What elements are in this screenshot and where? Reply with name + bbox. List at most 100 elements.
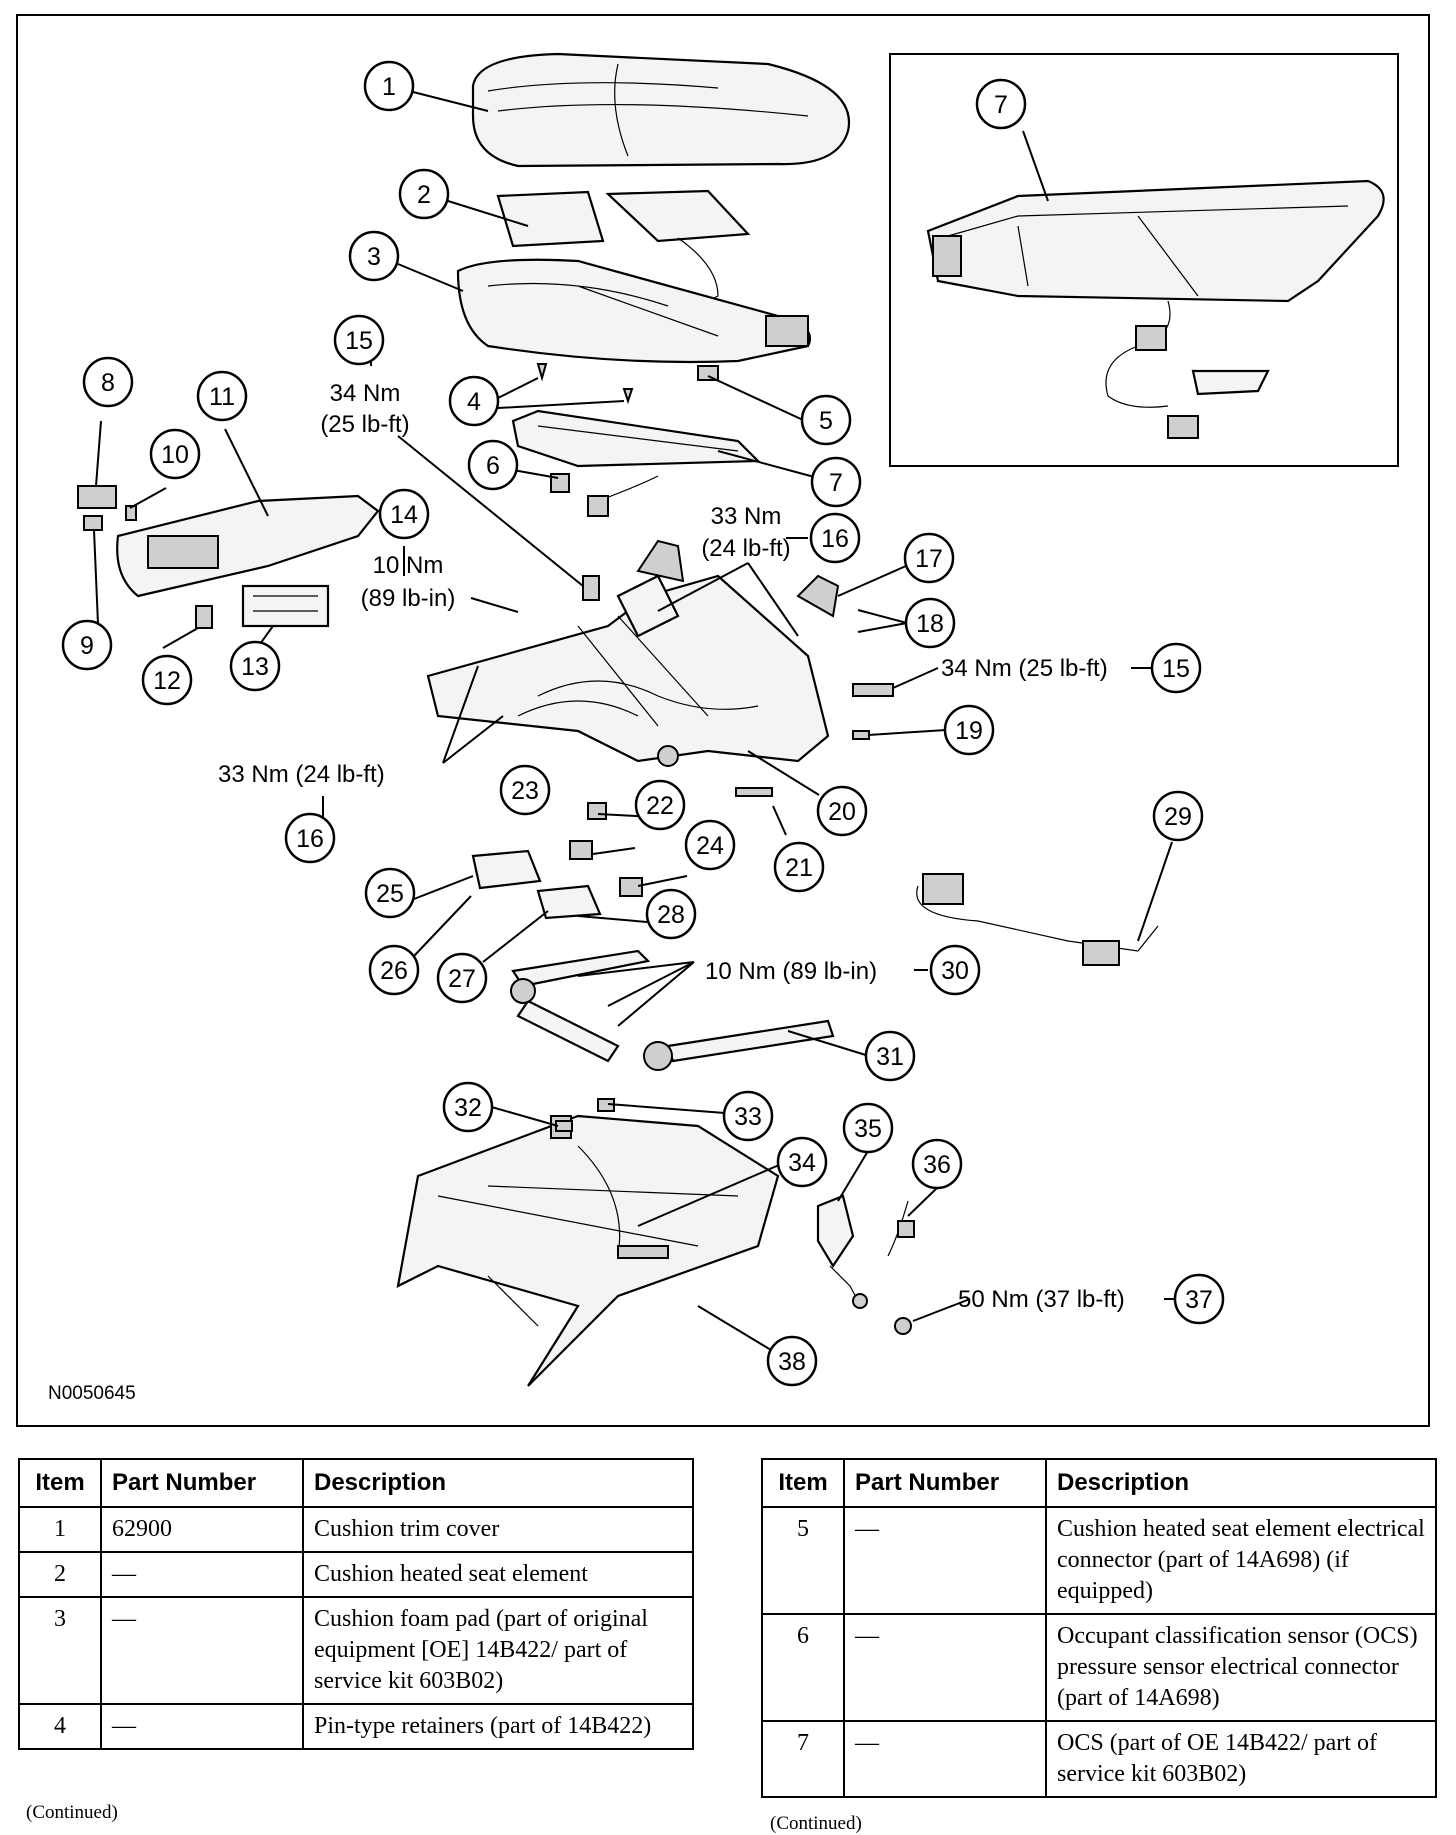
table-row: 2 — Cushion heated seat element [18,1551,694,1598]
cell-part-number: — [100,1551,304,1598]
heated-seat-element-part [496,189,751,307]
torque-16-left: 33 Nm (24 lb-ft) [218,761,385,788]
continued-note-left: (Continued) [26,1802,118,1823]
cell-part-number: — [843,1613,1047,1722]
inset-box [889,53,1399,467]
svg-text:22: 22 [646,792,674,820]
svg-text:9: 9 [80,632,94,660]
header-description: Description [302,1458,694,1508]
svg-text:15: 15 [345,327,373,355]
bracket-part [636,539,685,583]
callout-4: 4 [448,375,500,427]
track-rails-part [510,949,835,1071]
cell-description: Occupant classification sensor (OCS) pre… [1045,1613,1437,1722]
table-row: 5 — Cushion heated seat element electric… [761,1506,1437,1615]
torque-37: 50 Nm (37 lb-ft) [958,1286,1125,1313]
cushion-foam-pad-part [456,258,811,364]
table-header-row: Item Part Number Description [761,1458,1437,1508]
buckle-35-part [816,1194,868,1309]
svg-text:13: 13 [241,653,269,681]
svg-text:17: 17 [915,545,943,573]
torque-16-top-line1: 33 Nm [711,503,782,530]
callout-22: 22 [634,779,686,831]
svg-text:24: 24 [696,832,724,860]
connector-23-part [587,802,607,820]
svg-text:34: 34 [788,1149,816,1177]
svg-text:35: 35 [854,1115,882,1143]
ocs-part [511,409,761,517]
bolt-32-part [555,1120,573,1132]
svg-text:10: 10 [161,441,189,469]
callout-9: 9 [61,619,113,671]
callout-26: 26 [368,944,420,996]
svg-text:31: 31 [876,1043,904,1071]
heated-connector-part [697,365,719,381]
svg-text:11: 11 [209,383,235,411]
svg-text:16: 16 [821,525,849,553]
svg-text:18: 18 [916,610,944,638]
bolt-15-right-part [852,683,894,697]
svg-text:38: 38 [778,1348,806,1376]
table-header-row: Item Part Number Description [18,1458,694,1508]
connector-22-part [569,840,593,860]
cell-description: Pin-type retainers (part of 14B422) [302,1703,694,1750]
cell-part-number: — [100,1703,304,1750]
header-item: Item [761,1458,845,1508]
svg-text:7: 7 [994,91,1008,119]
torque-15-top-line2: (25 lb-ft) [320,411,409,438]
callout-31: 31 [864,1030,916,1082]
table-row: 7 — OCS (part of OE 14B422/ part of serv… [761,1720,1437,1798]
figure-id: N0050645 [48,1383,136,1404]
cell-item: 5 [761,1506,845,1615]
svg-text:2: 2 [417,181,431,209]
header-part-number: Part Number [843,1458,1047,1508]
svg-text:26: 26 [380,957,408,985]
module-27-part [536,884,602,920]
svg-text:29: 29 [1164,803,1192,831]
torque-16-top-line2: (24 lb-ft) [701,535,790,562]
svg-text:4: 4 [467,388,481,416]
cell-item: 1 [18,1506,102,1553]
callout-15-right: 15 [1150,642,1202,694]
svg-text:14: 14 [390,501,418,529]
callout-11: 11 [196,370,248,422]
callout-30: 30 [929,944,981,996]
table-row: 1 62900 Cushion trim cover [18,1506,694,1553]
header-description: Description [1045,1458,1437,1508]
callout-17: 17 [903,532,955,584]
callout-18: 18 [904,597,956,649]
pin-19-part [852,730,870,740]
callout-6: 6 [467,439,519,491]
callout-33: 33 [722,1090,774,1142]
cell-part-number: — [100,1596,304,1705]
callout-14: 14 [378,488,430,540]
cell-description: OCS (part of OE 14B422/ part of service … [1045,1720,1437,1798]
table-row: 3 — Cushion foam pad (part of original e… [18,1596,694,1705]
callout-21: 21 [773,841,825,893]
callout-32: 32 [442,1081,494,1133]
callout-8: 8 [82,356,134,408]
callout-10: 10 [149,428,201,480]
svg-text:16: 16 [296,825,324,853]
callout-5: 5 [800,394,852,446]
torque-14-line2: (89 lb-in) [361,585,456,612]
parts-table-left: Item Part Number Description 1 62900 Cus… [18,1458,694,1750]
cable-29-part [916,873,1159,966]
callout-16-left: 16 [284,812,336,864]
cell-item: 7 [761,1720,845,1798]
callout-12: 12 [141,654,193,706]
svg-text:20: 20 [828,798,856,826]
callout-36: 36 [911,1138,963,1190]
svg-text:37: 37 [1185,1286,1213,1314]
module-25-part [471,849,542,890]
callout-37: 37 [1173,1273,1225,1325]
table-row: 6 — Occupant classification sensor (OCS)… [761,1613,1437,1722]
cell-part-number: 62900 [100,1506,304,1553]
callout-25: 25 [364,867,416,919]
bolt-15-part [582,575,600,601]
seat-track-part [396,1098,780,1387]
svg-text:21: 21 [785,854,813,882]
cell-part-number: — [843,1506,1047,1615]
svg-text:19: 19 [955,717,983,745]
torque-30: 10 Nm (89 lb-in) [705,958,877,985]
